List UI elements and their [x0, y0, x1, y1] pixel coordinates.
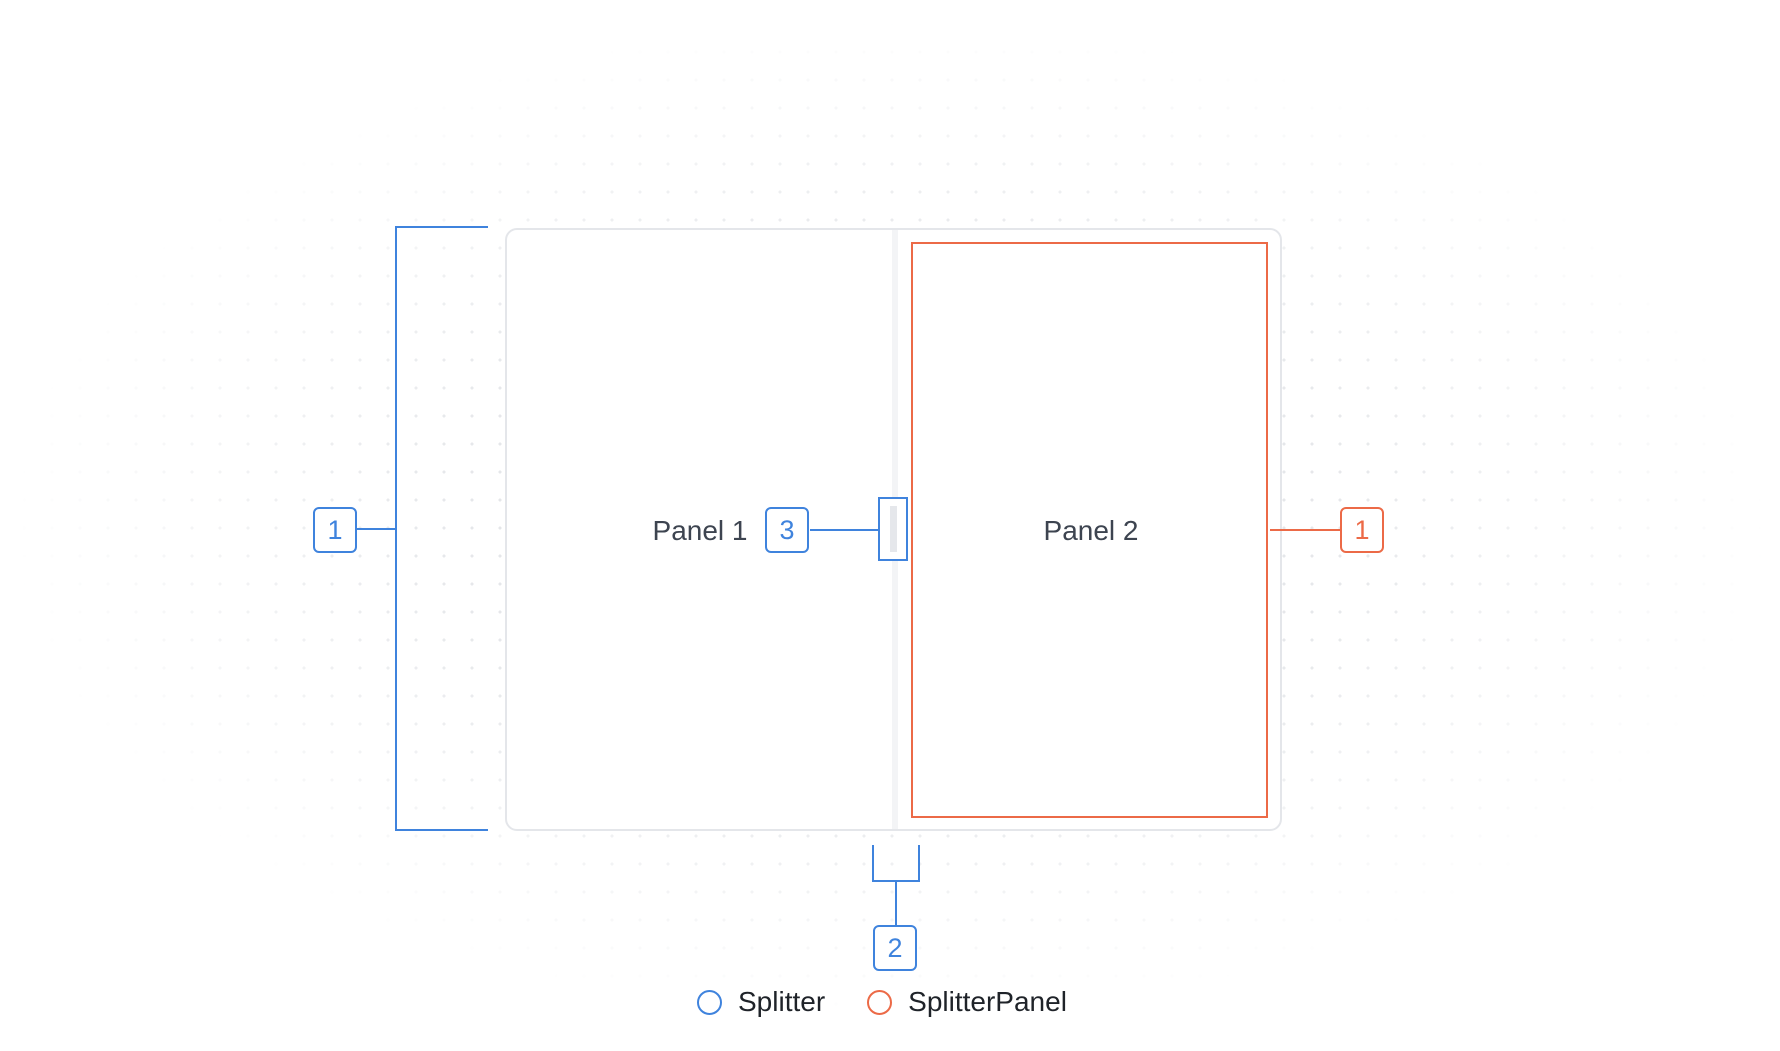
splitter-panel-2-highlight [911, 242, 1268, 818]
legend: Splitter SplitterPanel [697, 984, 1109, 1020]
panel-2-label: Panel 2 [1043, 515, 1139, 546]
resize-handle[interactable] [890, 506, 897, 552]
legend-item-splitter: Splitter [697, 986, 825, 1018]
panel-1-label: Panel 1 [652, 515, 748, 546]
circle-icon [697, 989, 722, 1015]
legend-label: Splitter [738, 986, 826, 1017]
callout-badge-splitter: 1 [313, 507, 357, 553]
legend-label: SplitterPanel [908, 986, 1067, 1017]
splitter-bracket-line [395, 226, 488, 831]
legend-item-splitter-panel: SplitterPanel [867, 986, 1067, 1018]
callout-badge-gap: 2 [873, 925, 917, 971]
callout-badge-handle: 3 [765, 507, 809, 553]
circle-icon [867, 989, 893, 1015]
gap-bracket-line [872, 845, 920, 882]
callout-badge-splitter-panel: 1 [1340, 507, 1384, 553]
